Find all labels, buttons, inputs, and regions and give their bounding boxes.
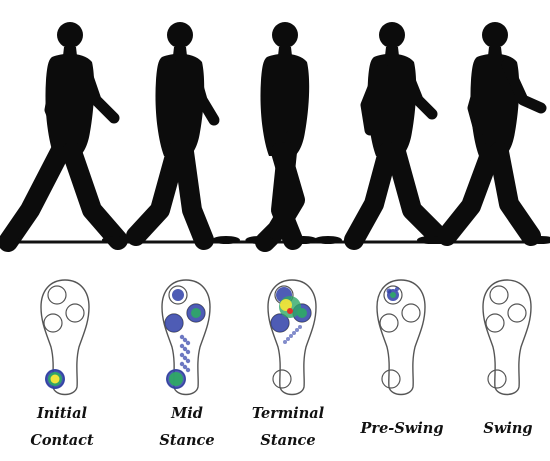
walker-silhouette-terminal-stance [245, 22, 317, 244]
insole-terminal-stance [268, 280, 316, 395]
walker-silhouette-initial-contact [0, 22, 130, 244]
insole-pre-swing [377, 280, 425, 395]
insole-swing [483, 280, 531, 395]
phase-label-pre-swing: Pre-Swing [361, 422, 444, 437]
phase-label-terminal-stance-line2: Stance [260, 434, 315, 449]
walker-silhouette-mid-stance [102, 22, 240, 244]
insole-initial-contact [41, 280, 89, 395]
walker-silhouette-swing [417, 22, 550, 244]
phase-label-initial-contact-line2: Contact [30, 434, 93, 449]
phase-label-initial-contact: Initial [37, 407, 87, 422]
phase-label-mid-stance-line2: Stance [159, 434, 214, 449]
phase-label-mid-stance: Mid [171, 407, 203, 422]
insole-mid-stance [162, 280, 210, 395]
phase-label-swing: Swing [483, 422, 532, 437]
phase-label-terminal-stance: Terminal [252, 407, 324, 422]
walker-silhouette-pre-swing [314, 22, 452, 244]
